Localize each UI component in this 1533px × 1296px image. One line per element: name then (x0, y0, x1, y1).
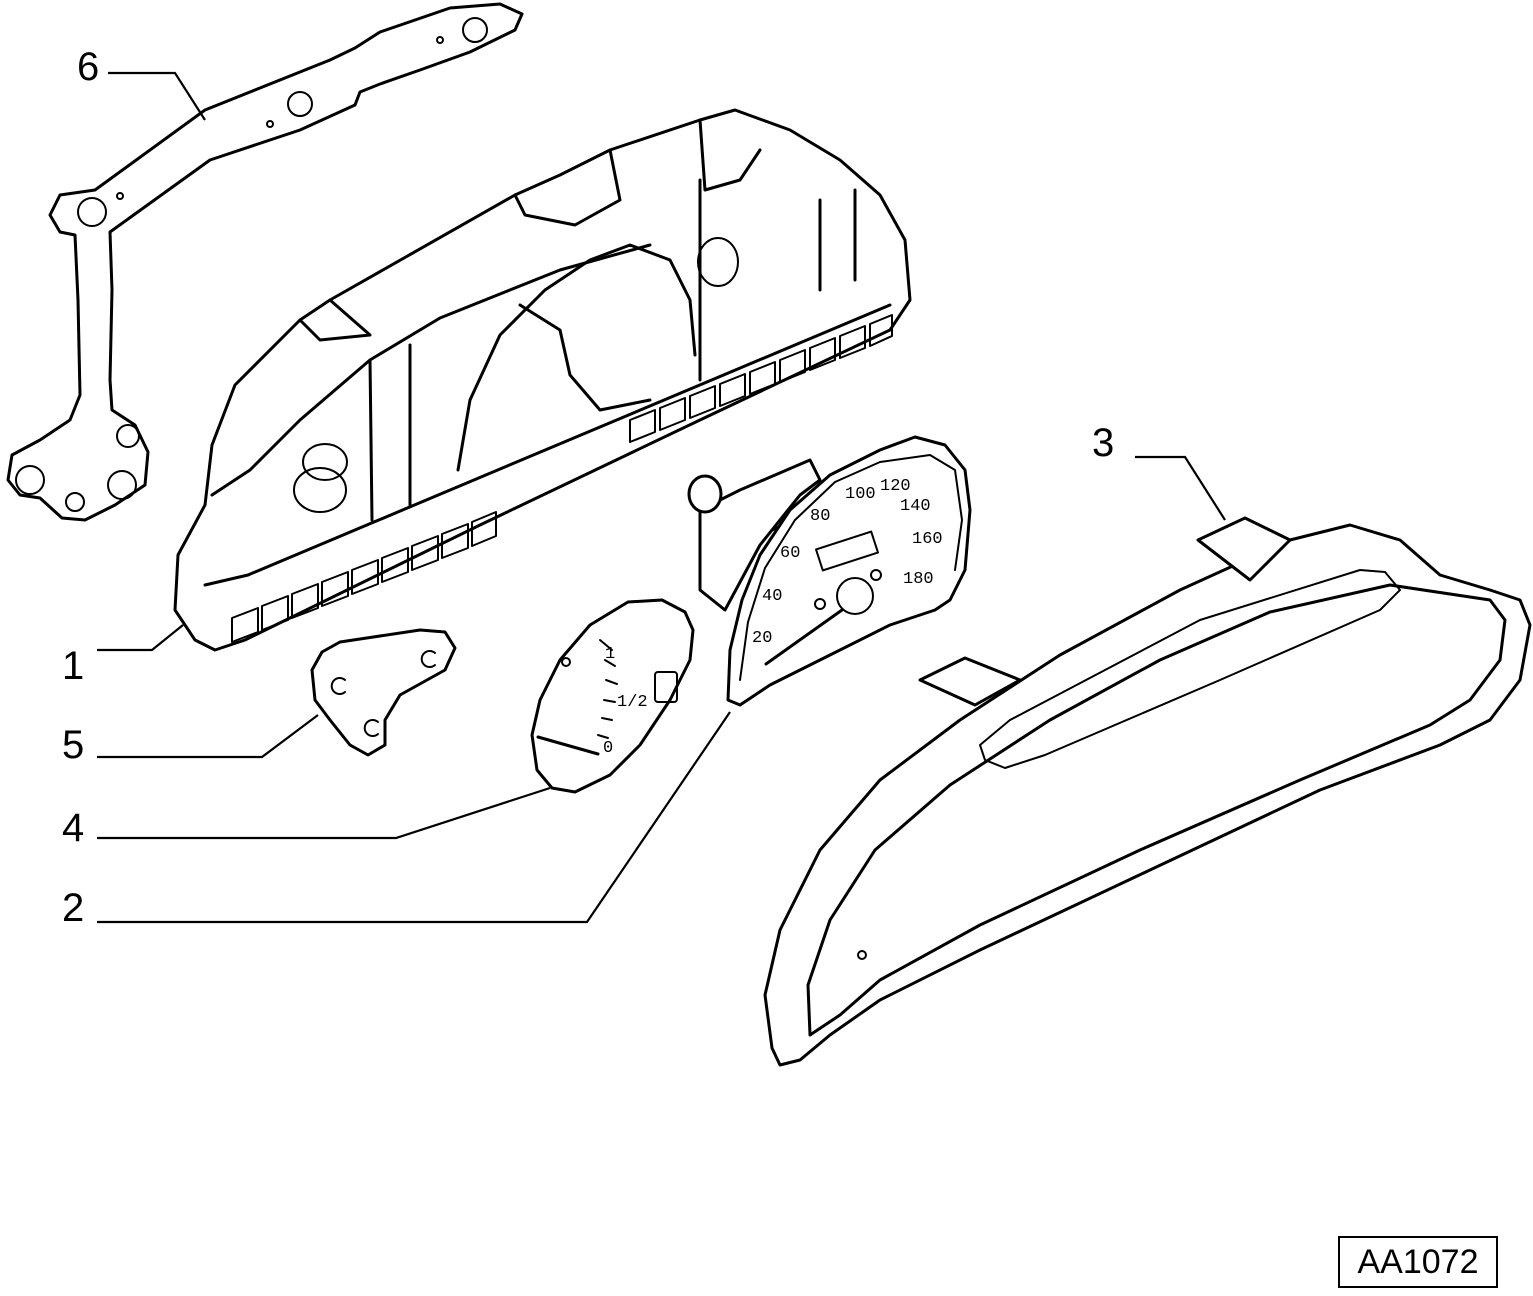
speed-label-20: 20 (752, 629, 772, 648)
callout-3: 3 (1092, 421, 1115, 465)
drawing-code: AA1072 (1338, 1236, 1498, 1288)
speed-label-100: 100 (845, 485, 876, 504)
plate-part-5 (310, 628, 457, 757)
bracket-part-6 (6, 2, 524, 522)
callout-6: 6 (77, 45, 100, 89)
callout-4: 4 (62, 806, 85, 850)
leader-3 (1135, 455, 1226, 521)
fuel-label-empty: 0 (603, 739, 613, 758)
leader-6 (108, 71, 206, 121)
speedometer-part-2 (687, 435, 972, 707)
speed-label-120: 120 (880, 477, 911, 496)
speed-label-160: 160 (912, 530, 943, 549)
housing-part-1 (173, 108, 912, 652)
speed-label-140: 140 (900, 497, 931, 516)
leader-2 (97, 711, 731, 924)
fuel-gauge-scale: 1 1/2 0 (603, 645, 648, 758)
speed-label-180: 180 (903, 570, 934, 589)
speedometer-scale: 20 40 60 80 100 120 140 160 180 (752, 477, 943, 648)
leader-5 (97, 714, 319, 759)
leader-1 (97, 624, 184, 652)
speed-label-60: 60 (780, 544, 800, 563)
fuel-gauge-part-4 (530, 598, 695, 794)
speed-label-40: 40 (762, 587, 782, 606)
speed-label-80: 80 (810, 507, 830, 526)
bezel-part-3 (763, 516, 1532, 1067)
fuel-label-half: 1/2 (617, 693, 648, 712)
callout-2: 2 (62, 886, 85, 930)
leader-4 (97, 786, 551, 840)
leader-lines (97, 71, 1226, 924)
callout-1: 1 (62, 644, 85, 688)
callout-5: 5 (62, 723, 85, 767)
fuel-label-full: 1 (605, 645, 615, 664)
